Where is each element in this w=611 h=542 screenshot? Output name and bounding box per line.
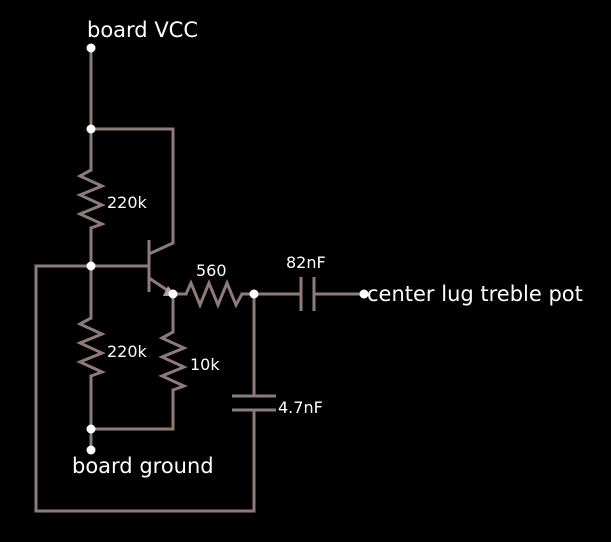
label-board-vcc: board VCC xyxy=(87,18,198,42)
label-board-ground: board ground xyxy=(72,454,214,478)
node-filter-junction xyxy=(249,289,259,299)
resistor-10k xyxy=(158,330,188,392)
node-emitter-junction xyxy=(168,289,178,299)
node-ground-terminal xyxy=(86,445,96,455)
label-c-shunt: 4.7nF xyxy=(278,398,323,417)
capacitor-82nf xyxy=(299,277,316,311)
node-vcc-terminal xyxy=(86,43,96,53)
wire-shunt-loop xyxy=(34,264,256,513)
wires xyxy=(34,46,365,513)
capacitor-4-7nf xyxy=(232,394,276,412)
node-top-junction xyxy=(86,124,96,134)
label-r-bottom: 220k xyxy=(107,342,148,361)
label-r-emitter: 10k xyxy=(190,355,220,374)
label-r-series: 560 xyxy=(196,261,227,280)
label-r-top: 220k xyxy=(107,193,148,212)
label-output: center lug treble pot xyxy=(367,282,583,306)
wire-collector xyxy=(89,127,175,245)
resistor-220k-top xyxy=(76,168,106,230)
nodes xyxy=(86,43,369,455)
node-output-terminal xyxy=(359,289,369,299)
resistor-220k-bottom xyxy=(76,316,106,378)
node-bias-junction xyxy=(86,261,96,271)
npn-transistor xyxy=(147,240,176,296)
node-ground-junction xyxy=(86,424,96,434)
resistor-560 xyxy=(184,279,244,309)
label-c-output: 82nF xyxy=(286,253,326,272)
wire-ground-bus xyxy=(89,388,175,431)
transistor-collector-lead xyxy=(148,241,174,256)
